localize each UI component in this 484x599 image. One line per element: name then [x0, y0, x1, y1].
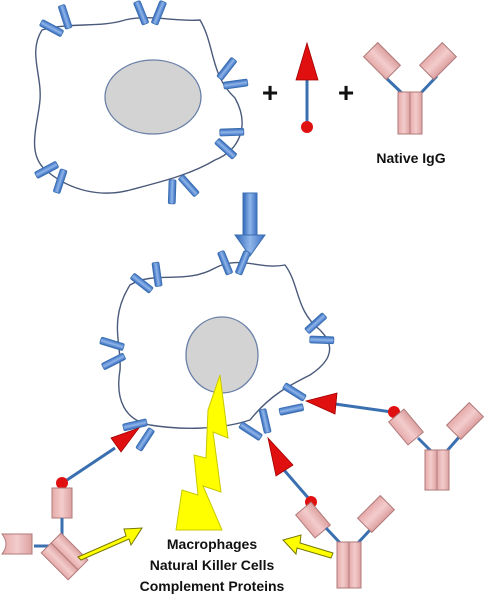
effector-label-macrophages: Macrophages — [167, 536, 257, 552]
drug-arrowhead — [295, 41, 319, 81]
process-arrow-down — [234, 192, 266, 257]
drug-molecule-bound — [267, 436, 317, 508]
top-cell-nucleus — [104, 59, 202, 135]
bottom-cell-nucleus — [185, 316, 259, 394]
plus-sign-2: + — [338, 77, 354, 108]
drug-ball — [301, 121, 313, 133]
effector-label-nk-cells: Natural Killer Cells — [150, 557, 275, 573]
drug-molecule-bound — [304, 392, 400, 418]
bottom-cell — [116, 261, 331, 429]
lightning-bolt — [175, 374, 229, 531]
drug-molecule — [295, 41, 319, 133]
effector-arrow-left — [77, 527, 143, 561]
native-igg-label: Native IgG — [376, 150, 445, 166]
effector-label-complement: Complement Proteins — [140, 578, 285, 594]
plus-sign-1: + — [262, 77, 278, 108]
native-igg-antibody — [362, 41, 458, 135]
effector-arrow-right — [282, 534, 334, 559]
antibody-left — [0, 487, 89, 581]
drug-molecule-bound — [56, 427, 141, 489]
top-cell — [33, 17, 243, 194]
antibody-right-lower — [294, 494, 396, 589]
antibody-right-upper — [387, 401, 484, 491]
